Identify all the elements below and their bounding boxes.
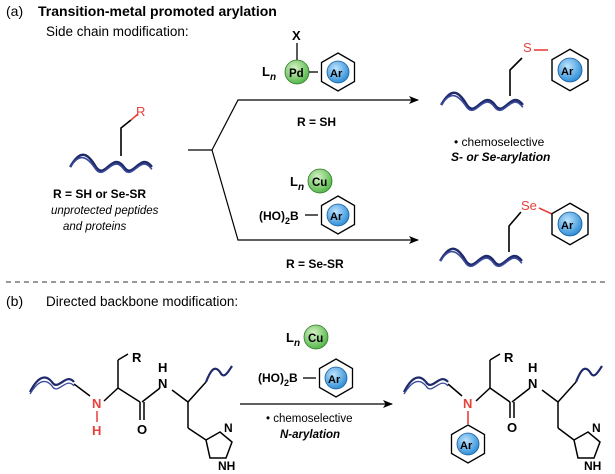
cu-metal-a: Cu — [312, 177, 327, 189]
svg-text:(HO)2B: (HO)2B — [259, 209, 299, 226]
carbonyl-o: O — [137, 422, 147, 437]
boronic-prefix-a: (HO) — [259, 209, 285, 223]
product-imidazole-nh: NH — [584, 459, 601, 473]
product-imidazole-ring — [573, 431, 601, 459]
product-amide-n: N — [528, 376, 537, 391]
svg-text:Ln: Ln — [290, 174, 304, 193]
pd-ligand-subscript: n — [270, 72, 276, 83]
side-chain-r: R — [132, 350, 142, 365]
product-n: N — [463, 396, 472, 411]
section-a-subtitle: Side chain modification: — [46, 24, 189, 39]
heteroatom-bond — [538, 207, 553, 215]
boronic-sub-a: 2 — [285, 216, 290, 226]
bottom-condition: R = Se-SR — [286, 257, 344, 271]
cu-circle-b — [303, 324, 329, 350]
arrow-to-se-product — [211, 149, 419, 244]
pd-metal: Pd — [289, 68, 304, 80]
arrow-bullet: • chemoselective — [266, 413, 352, 425]
product-n-aryl-label: Ar — [460, 440, 473, 452]
section-b-subtitle: Directed backbone modification: — [46, 294, 238, 309]
substituent-r: R — [136, 104, 145, 119]
boronic-suffix-a: B — [290, 209, 299, 223]
boronic-prefix-b: (HO) — [258, 371, 284, 385]
pd-aryl-label: Ar — [330, 68, 343, 80]
product-aryl-label-s: Ar — [561, 66, 574, 78]
boronic-acid-a: (HO)2B Ar — [259, 195, 356, 235]
product-se-arylated: Se Ar — [438, 198, 589, 268]
selenium-label: Se — [521, 198, 537, 213]
backbone-nh-n: N — [92, 396, 101, 411]
imidazole-n: N — [224, 421, 233, 435]
top-condition: R = SH — [297, 115, 336, 129]
sulfur-label: S — [523, 40, 532, 55]
product-imidazole-n: N — [592, 421, 601, 435]
substrate-note-line2: and proteins — [63, 221, 127, 233]
cu-reagent-a: Ln Cu — [290, 168, 333, 194]
product-amide-h: H — [528, 360, 537, 375]
svg-text:(HO)2B: (HO)2B — [258, 371, 298, 388]
cu-metal-b: Cu — [308, 333, 323, 345]
arrow-to-s-product — [211, 96, 419, 151]
backbone-nh-h: H — [92, 423, 101, 438]
result-description: S- or Se-arylation — [451, 150, 550, 164]
arrow-description: N-arylation — [280, 429, 340, 441]
pd-reagent: Ln X Pd Ar — [262, 28, 356, 92]
cu-ligand-a: L — [290, 174, 298, 189]
product-s-arylated: S Ar — [439, 40, 589, 112]
boronic-sub-b: 2 — [284, 378, 289, 388]
product-n-arylated: N Ar R O H N N NH — [403, 350, 603, 473]
product-aryl-label-se: Ar — [561, 220, 574, 232]
substrate-note-line1: unprotected peptides — [51, 205, 159, 217]
boronic-aryl-label-a: Ar — [330, 211, 343, 223]
amide-n: N — [158, 376, 167, 391]
cu-reagent-b: Ln Cu — [286, 324, 329, 350]
protein-ribbon — [574, 365, 603, 383]
cu-ligand-b: L — [286, 330, 294, 345]
result-bullet: • chemoselective — [454, 135, 545, 149]
boronic-acid-b: (HO)2B Ar — [258, 358, 354, 398]
protein-ribbon — [68, 153, 154, 174]
cu-ligand-subscript-b: n — [294, 338, 300, 349]
cu-circle-a — [307, 168, 333, 194]
heteroatom-bond — [130, 113, 139, 121]
product-carbonyl-o: O — [507, 420, 517, 435]
protein-ribbon — [403, 376, 449, 393]
protein-ribbon — [204, 365, 233, 383]
boronic-suffix-b: B — [289, 371, 298, 385]
imidazole-ring — [205, 431, 233, 459]
cu-ligand-subscript-a: n — [298, 182, 304, 193]
boronic-aryl-label-b: Ar — [328, 374, 341, 386]
protein-ribbon — [29, 376, 75, 393]
section-b-label: (b) — [6, 293, 23, 309]
substrate-definition: R = SH or Se-SR — [53, 187, 146, 201]
product-side-chain-r: R — [504, 350, 514, 365]
svg-text:Ln: Ln — [262, 64, 276, 83]
svg-text:Ln: Ln — [286, 330, 300, 349]
branch-arrows — [188, 96, 419, 244]
section-a-title: Transition-metal promoted arylation — [38, 3, 277, 19]
pd-ligand: L — [262, 64, 270, 79]
pd-x-label: X — [292, 28, 301, 43]
reactant-peptide: N H R O H N N NH — [29, 350, 235, 473]
amide-h: H — [158, 360, 167, 375]
substrate-protein: R — [68, 104, 154, 174]
section-a-label: (a) — [6, 3, 23, 19]
imidazole-nh: NH — [218, 459, 235, 473]
